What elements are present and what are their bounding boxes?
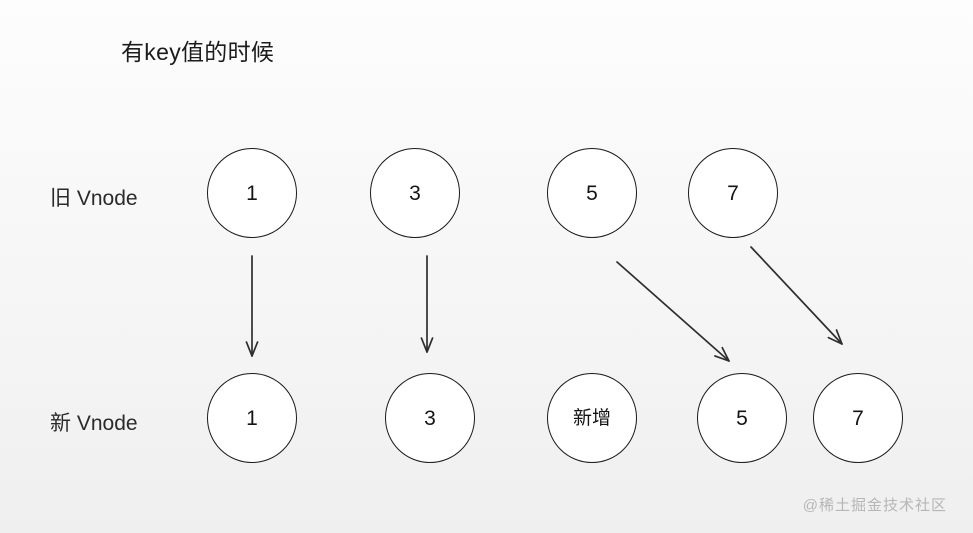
node-label: 新增 [572,407,611,429]
arrow-head [714,346,730,362]
node-old-0: 1 [207,148,297,238]
node-new-3: 5 [697,373,787,463]
node-new-2: 新增 [547,373,637,463]
page-title: 有key值的时候 [121,39,275,65]
node-label: 3 [409,181,421,205]
node-old-2: 5 [547,148,637,238]
arrow-shaft [750,246,843,345]
node-old-1: 3 [370,148,460,238]
watermark: @稀土掘金技术社区 [802,497,947,514]
node-label: 5 [586,181,598,205]
arrow-old1-to-new1 [245,255,259,357]
arrow-old3-to-new3 [420,255,434,353]
node-old-3: 7 [688,148,778,238]
node-new-1: 3 [385,373,475,463]
node-label: 5 [736,406,748,430]
node-label: 7 [852,406,864,430]
node-new-0: 1 [207,373,297,463]
arrow-group [245,246,843,362]
node-label: 7 [727,181,739,205]
row-label-new-vnode: 新 Vnode [50,412,138,435]
node-new-4: 7 [813,373,903,463]
node-label: 1 [246,181,258,205]
arrow-head [827,329,843,345]
node-label: 3 [424,406,436,430]
arrow-old7-to-new7 [750,246,843,345]
arrow-head [420,337,434,353]
arrow-shaft [616,261,730,362]
row-label-old-vnode: 旧 Vnode [50,187,138,210]
arrow-head [245,341,259,357]
node-label: 1 [246,406,258,430]
arrow-old5-to-new5 [616,261,730,362]
